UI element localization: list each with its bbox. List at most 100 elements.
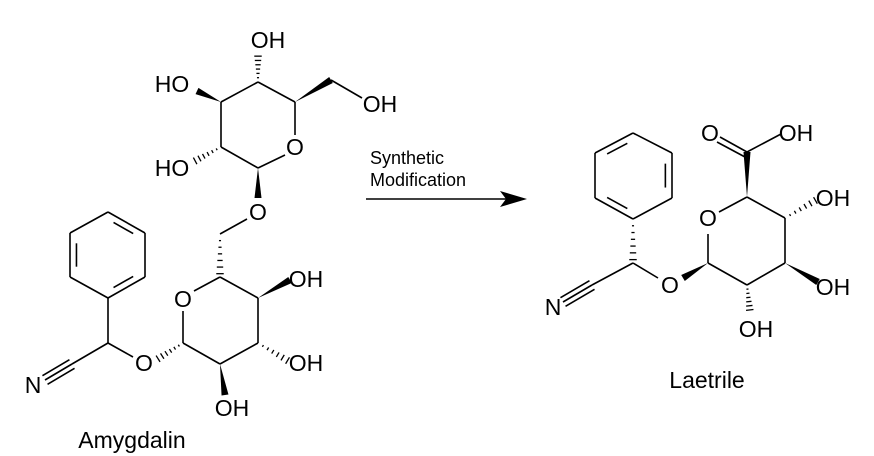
triple-bond — [560, 279, 590, 299]
hash-bond — [813, 196, 818, 205]
atom-oh-c2: OH — [739, 316, 774, 342]
amygdalin-structure: OH HO OH O HO O OH O OH OH O N Amygdalin — [25, 27, 398, 453]
atom-oh-c2: OH — [215, 395, 250, 421]
single-bond — [707, 262, 748, 286]
hash-bond — [788, 213, 792, 217]
hash-bond — [164, 350, 169, 357]
atom-o-glycosidic: O — [249, 199, 267, 225]
atom-n: N — [25, 372, 42, 398]
hash-bond — [803, 203, 808, 209]
single-bond — [330, 79, 363, 99]
atom-ring-o: O — [699, 205, 717, 231]
hash-bond — [215, 148, 218, 151]
wedge-bond — [254, 168, 262, 198]
atom-o-aglycone: O — [661, 272, 679, 298]
hash-bond — [201, 153, 206, 159]
hash-bond — [798, 207, 802, 212]
single-bond — [220, 146, 259, 169]
single-bond — [219, 342, 259, 365]
hash-bond — [271, 349, 275, 354]
atom-oh-c3: OH — [289, 350, 324, 376]
wedge-bond — [743, 152, 751, 197]
ring-bond — [69, 276, 109, 299]
hash-bond — [211, 149, 214, 154]
single-bond — [182, 342, 221, 365]
ring-bond — [594, 197, 634, 220]
hash-bond — [808, 200, 813, 207]
ring-bond — [69, 211, 109, 234]
single-bond — [746, 196, 786, 219]
hash-bond — [192, 157, 198, 165]
single-bond — [257, 81, 296, 103]
ring-bond — [107, 211, 146, 234]
single-bond — [107, 342, 134, 358]
hash-bond — [197, 155, 202, 162]
single-bond — [632, 262, 659, 279]
atom-oh-acid: OH — [779, 120, 814, 146]
laetrile-structure: O OH O OH OH OH O N Laetrile — [545, 120, 851, 393]
bonds — [42, 55, 820, 396]
hash-bond — [275, 352, 280, 358]
wedge-bond — [785, 263, 820, 286]
hash-bond — [745, 308, 754, 311]
wedge-bond — [220, 364, 229, 396]
hash-bond — [261, 344, 265, 348]
atom-ring-o-upper: O — [286, 134, 304, 160]
hash-bond — [159, 353, 165, 360]
triple-bond — [42, 359, 70, 377]
double-bond — [716, 141, 746, 158]
hash-bond — [206, 151, 210, 157]
reagent-line-2: Modification — [370, 170, 466, 190]
atom-ring-o-lower: O — [174, 286, 192, 312]
atom-o-carbonyl: O — [701, 120, 719, 146]
hash-bond — [177, 344, 180, 347]
atom-ho-left-upper: HO — [155, 71, 190, 97]
hash-bond — [746, 300, 752, 303]
aromatic-inner-bond — [113, 275, 134, 289]
aromatic-inner-bond — [606, 142, 628, 155]
atom-ho-left-lower: HO — [155, 155, 190, 181]
hash-bond — [280, 354, 285, 361]
single-bond — [718, 196, 748, 213]
atom-o-aglycone: O — [135, 350, 153, 376]
hash-bond — [285, 356, 291, 365]
double-bond — [719, 136, 748, 153]
hash-bond — [266, 347, 270, 351]
reaction-arrow: Synthetic Modification — [366, 148, 527, 207]
hash-bond — [793, 210, 797, 214]
atom-oh-c4: OH — [816, 185, 851, 211]
hash-bond — [746, 304, 753, 307]
single-bond — [71, 342, 109, 365]
hash-bond — [155, 355, 161, 363]
single-bond — [746, 133, 782, 153]
single-bond — [193, 276, 221, 292]
wedge-bond — [681, 263, 708, 282]
triple-bond — [565, 288, 595, 308]
single-bond — [746, 262, 786, 286]
wedge-bond — [295, 77, 333, 102]
ring-bond — [632, 132, 673, 154]
wedge-bond — [258, 276, 292, 298]
ring-bond — [107, 276, 146, 299]
ring-bond — [632, 197, 673, 220]
laetrile-caption: Laetrile — [669, 367, 744, 393]
aromatic-inner-bond — [606, 196, 628, 210]
aromatic-inner-bond — [113, 221, 134, 235]
right-arrow-icon — [500, 191, 527, 207]
wedge-bond — [195, 87, 221, 102]
hash-bond — [168, 348, 173, 353]
atom-oh-ch2: OH — [363, 91, 398, 117]
amygdalin-caption: Amygdalin — [78, 427, 185, 453]
hash-bond — [173, 346, 177, 350]
triple-bond — [562, 284, 593, 303]
single-bond — [591, 262, 634, 286]
single-bond — [220, 81, 259, 103]
single-bond — [219, 276, 259, 299]
atom-n: N — [545, 294, 562, 320]
atom-oh-top: OH — [251, 27, 286, 53]
single-bond — [257, 154, 286, 169]
triple-bond — [47, 367, 75, 385]
ring-bond — [594, 132, 634, 154]
